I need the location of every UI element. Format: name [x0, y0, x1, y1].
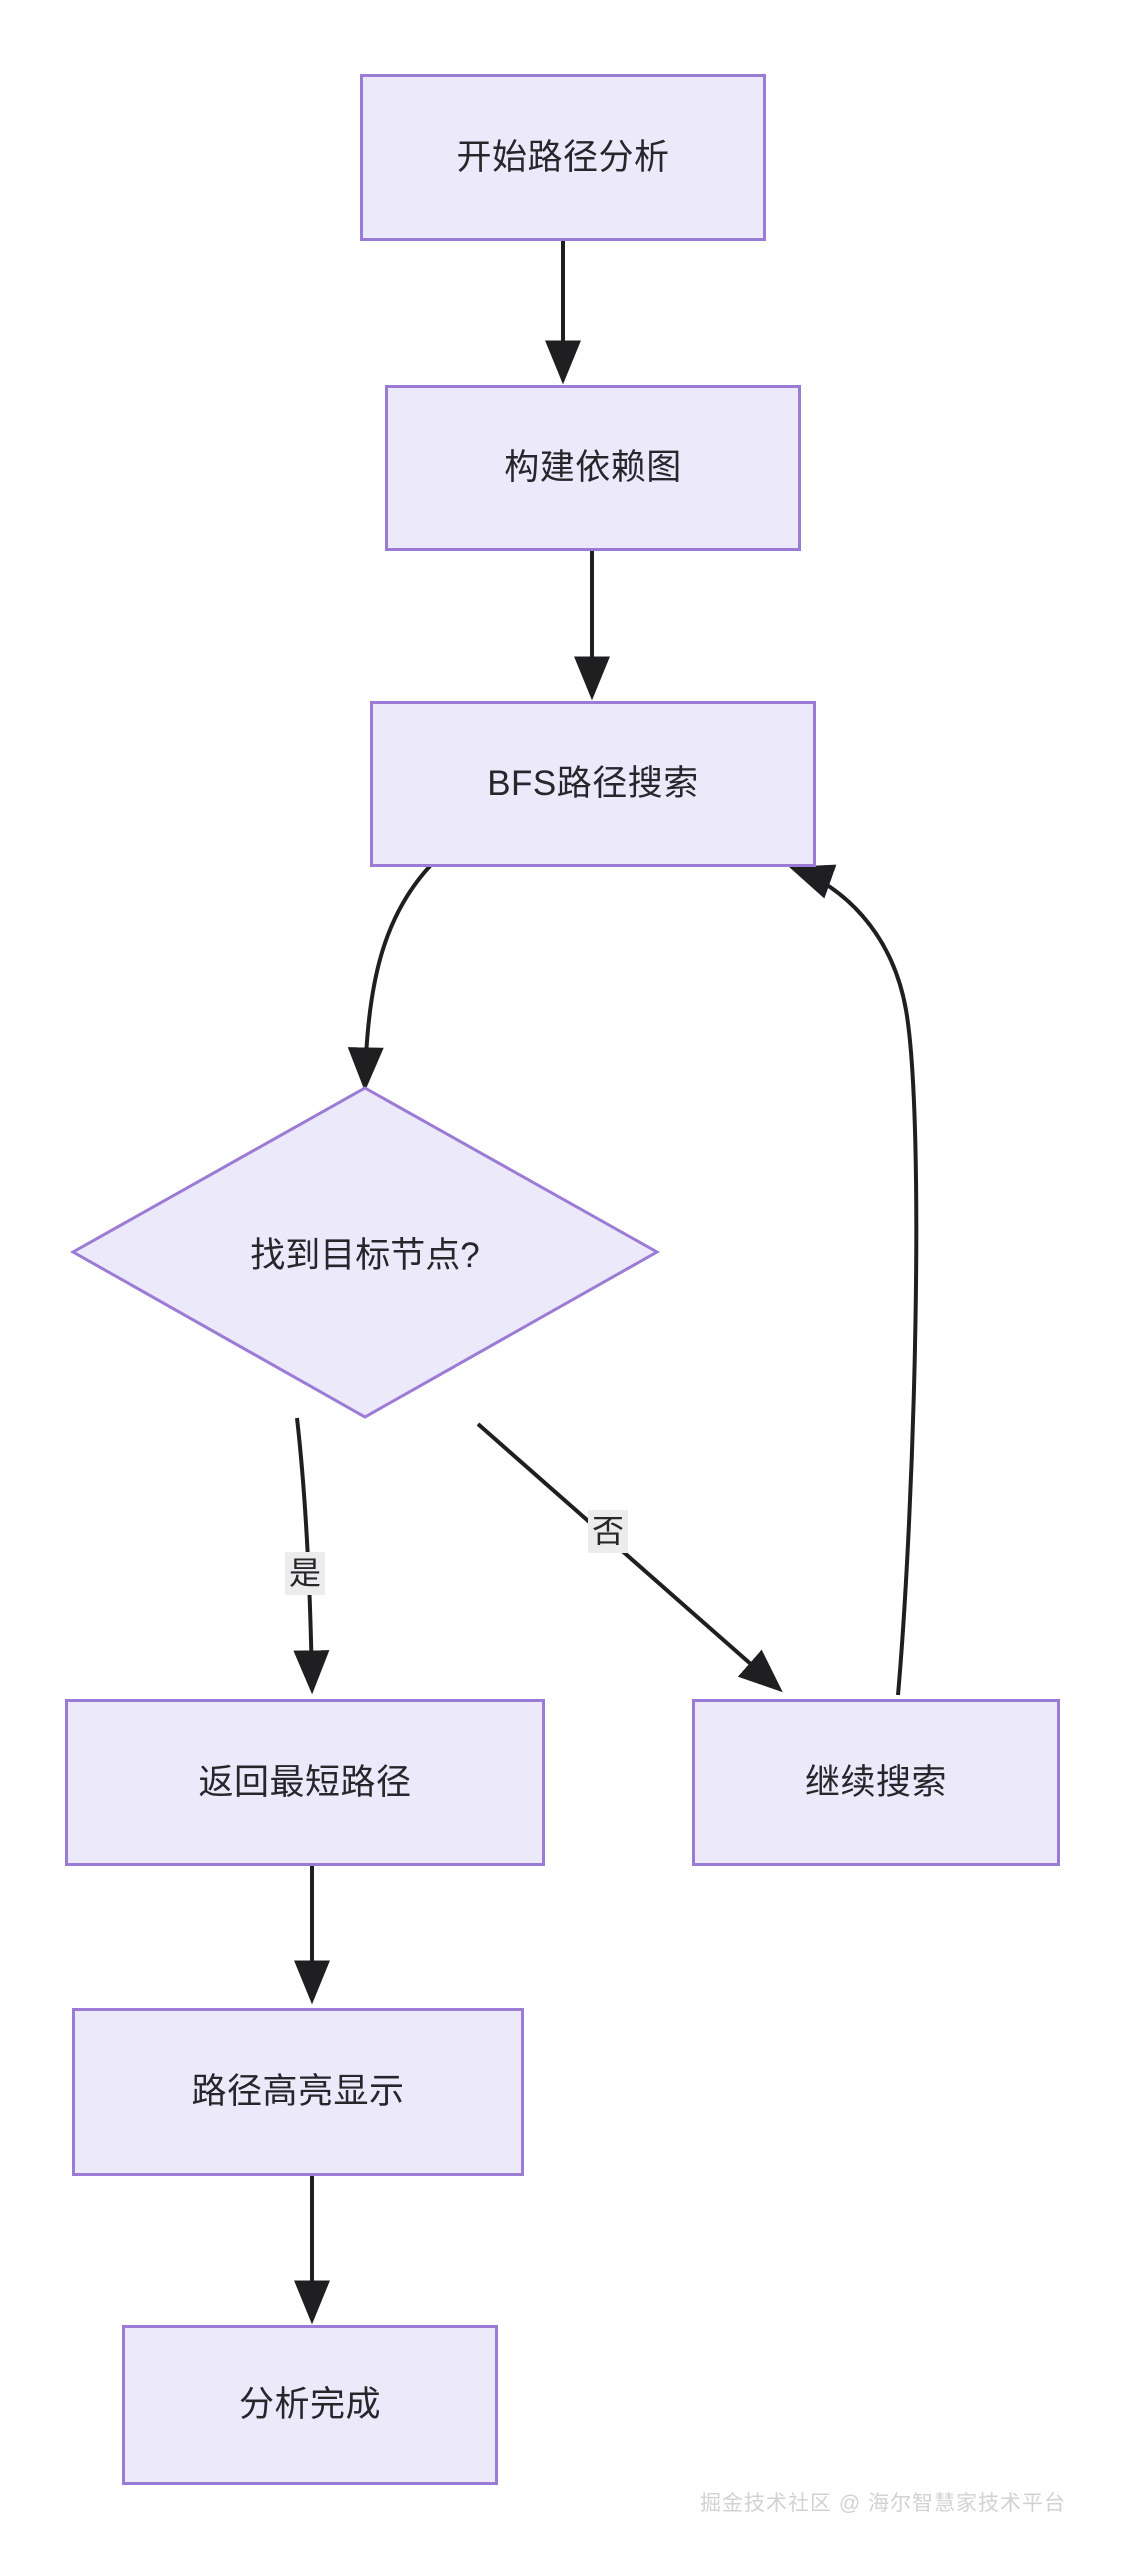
node-return-shortest-path-label: 返回最短路径 — [198, 1762, 412, 1802]
node-analysis-complete[interactable]: 分析完成 — [122, 2325, 498, 2485]
edge-bfs-to-decision — [347, 864, 432, 1092]
edge-decision-to-continue — [476, 1422, 783, 1693]
node-decision-target-found-label: 找到目标节点? — [250, 1236, 480, 1275]
node-highlight-path[interactable]: 路径高亮显示 — [72, 2008, 524, 2176]
node-continue-search[interactable]: 继续搜索 — [692, 1699, 1060, 1866]
node-start-label: 开始路径分析 — [456, 137, 670, 177]
edge-continue-to-bfs — [788, 864, 919, 1696]
node-bfs-search[interactable]: BFS路径搜索 — [370, 701, 816, 867]
node-build-graph-label: 构建依赖图 — [504, 448, 682, 487]
node-analysis-complete-label: 分析完成 — [238, 2385, 381, 2424]
decision-diamond-shape — [70, 1086, 660, 1419]
node-start[interactable]: 开始路径分析 — [360, 74, 766, 241]
watermark-text: 掘金技术社区 @ 海尔智慧家技术平台 — [700, 2492, 1066, 2515]
node-continue-search-label: 继续搜索 — [804, 1762, 947, 1802]
node-bfs-search-label: BFS路径搜索 — [487, 764, 699, 803]
node-build-graph[interactable]: 构建依赖图 — [385, 385, 801, 551]
node-decision-target-found[interactable]: 找到目标节点? — [70, 1085, 660, 1420]
node-highlight-path-label: 路径高亮显示 — [191, 2072, 405, 2111]
edge-label-yes: 是 — [285, 1552, 326, 1595]
node-return-shortest-path[interactable]: 返回最短路径 — [65, 1699, 545, 1866]
edge-label-no: 否 — [588, 1510, 629, 1553]
